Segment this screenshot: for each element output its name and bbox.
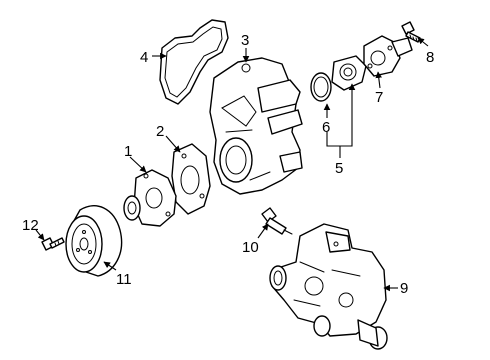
part-6-o-ring [310,72,332,102]
leader-1 [129,156,147,173]
callout-11: 11 [116,271,132,288]
leader-10 [257,223,269,239]
callout-7: 7 [375,89,383,106]
part-10-temperature-sensor [261,207,293,235]
callout-2: 2 [156,123,164,140]
callout-10: 10 [242,239,259,256]
leader-11 [103,261,117,271]
leader-lines [35,37,429,292]
callout-8: 8 [426,49,434,66]
part-5-thermostat [331,55,367,91]
callout-labels: 1 2 3 4 5 6 7 8 9 10 11 12 [22,32,434,297]
callout-1: 1 [124,143,132,160]
callout-6: 6 [322,119,330,136]
callout-3: 3 [241,32,249,49]
leader-12 [35,229,45,241]
leader-2 [165,135,181,153]
callout-9: 9 [400,280,408,297]
callout-5: 5 [335,160,343,177]
part-9-water-outlet-housing [269,223,388,350]
part-2-pump-gasket [171,143,211,215]
part-3-pump-housing [209,57,303,195]
leader-7 [375,71,383,89]
leader-8 [417,37,429,47]
leader-5-bracket [326,92,353,147]
part-4-gasket [159,19,229,105]
part-11-pulley [65,205,123,277]
part-7-water-outlet [363,35,413,77]
part-12-bolt [41,237,65,251]
callout-4: 4 [140,49,148,66]
callout-12: 12 [22,217,39,234]
part-1-water-pump [123,169,177,227]
